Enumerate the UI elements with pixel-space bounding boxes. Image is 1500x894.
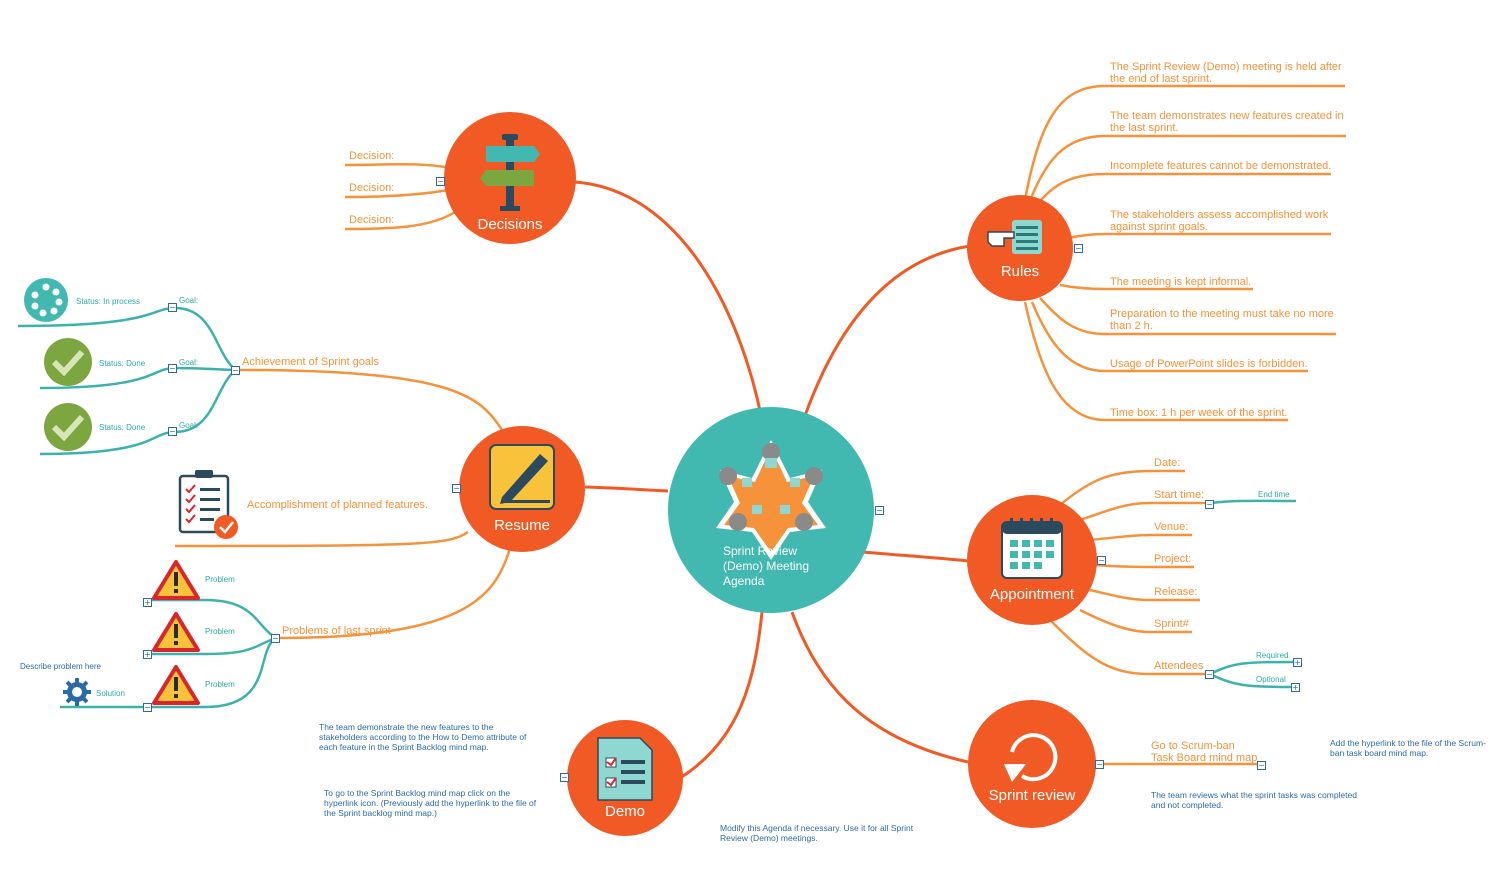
sprint-review-note: The team reviews what the sprint tasks w… [1151,790,1357,810]
decisions-title: Decisions [477,216,543,233]
optional-label[interactable]: Optional [1256,675,1286,684]
problems-collapse-toggle[interactable]: − [271,634,280,643]
goal-label[interactable]: Goal: [179,296,199,305]
appointment-attendees[interactable]: Attendees [1154,660,1204,672]
scrumban-hyperlink-note: Add the hyperlink to the file of the Scr… [1330,738,1486,758]
clipboard-checklist-icon [178,470,238,539]
footer-note: Modify this Agenda if necessary. Use it … [720,823,914,843]
rule-item[interactable]: Usage of PowerPoint slides is forbidden. [1110,358,1308,370]
appointment-start-time[interactable]: Start time: [1154,489,1205,501]
accomplishment-label[interactable]: Accomplishment of planned features. [247,499,428,511]
warning-icon [152,665,200,705]
rules-collapse-toggle[interactable]: − [1074,244,1083,253]
problem-branches [60,598,277,709]
goal-status: Status: In process [76,297,141,306]
meeting-table-icon [716,440,826,560]
achievement-collapse-toggle[interactable]: − [231,366,240,375]
problem-expand-toggle[interactable]: + [143,598,152,607]
pointing-hand-document-icon [987,220,1042,254]
rule-item[interactable]: Incomplete features cannot be demonstrat… [1110,160,1332,172]
achievement-label[interactable]: Achievement of Sprint goals [242,356,379,368]
warning-icon [152,612,200,652]
resume-branches [174,368,512,640]
problem-collapse-toggle[interactable]: − [143,703,152,712]
decisions-collapse-toggle[interactable]: − [436,177,445,186]
done-check-icon [44,403,92,451]
connector-decisions [574,180,764,421]
appointment-branches [1049,469,1210,676]
goal-label[interactable]: Goal: [179,421,199,430]
connector-sprint-review [790,611,969,764]
scrumban-collapse-toggle[interactable]: − [1257,761,1266,770]
main-connectors [574,180,971,780]
goal-collapse-toggle[interactable]: − [168,303,177,312]
center-title: Sprint Review (Demo) Meeting Agenda [723,544,810,588]
goal-label[interactable]: Goal: [179,358,199,367]
sprint-review-collapse-toggle[interactable]: − [1095,760,1104,769]
resume-collapse-toggle[interactable]: − [452,484,461,493]
warning-icon [152,560,200,600]
resume-title: Resume [494,517,550,534]
appointment-date[interactable]: Date: [1154,457,1181,469]
goal-collapse-toggle[interactable]: − [168,364,177,373]
rules-title: Rules [1000,263,1040,280]
required-label[interactable]: Required [1256,651,1289,660]
solution-label[interactable]: Solution [96,689,125,698]
problem-label[interactable]: Problem [205,627,235,636]
connector-resume [584,485,669,493]
appointment-sprint-number[interactable]: Sprint# [1154,618,1189,630]
appointment-sub-branches [1209,499,1298,689]
rule-item[interactable]: Preparation to the meeting must take no … [1110,308,1334,332]
rule-item[interactable]: The stakeholders assess accomplished wor… [1110,209,1329,233]
start-time-collapse-toggle[interactable]: − [1205,500,1214,509]
gear-icon [63,678,91,706]
signpost-icon [480,134,540,211]
connector-appointment [861,550,969,563]
demo-note: The team demonstrate the new features to… [319,722,527,752]
sprint-review-title: Sprint review [988,787,1076,804]
demo-collapse-toggle[interactable]: − [560,773,569,782]
cycle-arrow-icon [1004,733,1058,782]
attendees-collapse-toggle[interactable]: − [1205,670,1214,679]
problems-label[interactable]: Problems of last sprint [282,625,391,637]
connector-rules [798,244,971,431]
rule-item[interactable]: The Sprint Review (Demo) meeting is held… [1110,61,1342,85]
connector-demo [679,611,764,780]
end-time-label[interactable]: End time [1258,490,1290,499]
appointment-release[interactable]: Release: [1154,586,1198,598]
problem-label[interactable]: Problem [205,575,235,584]
appointment-venue[interactable]: Venue: [1154,521,1189,533]
appointment-project[interactable]: Project: [1154,553,1192,565]
in-process-icon [24,278,68,322]
center-collapse-toggle[interactable]: − [875,506,884,515]
problem-expand-toggle[interactable]: + [143,650,152,659]
describe-problem-note: Describe problem here [20,662,101,671]
checklist-document-icon [597,737,653,801]
sprint-review-node[interactable] [968,700,1096,828]
rule-item[interactable]: Time box: 1 h per week of the sprint. [1110,407,1288,419]
done-check-icon [44,338,92,386]
demo-hyperlink-note: To go to the Sprint Backlog mind map cli… [324,788,537,818]
notepad-pen-icon [489,444,555,510]
rule-item[interactable]: The meeting is kept informal. [1110,276,1252,288]
demo-title: Demo [604,803,645,820]
decision-label[interactable]: Decision: [349,150,395,162]
decision-label[interactable]: Decision: [349,182,395,194]
required-expand-toggle[interactable]: + [1293,658,1302,667]
appointment-title: Appointment [989,586,1075,603]
goal-collapse-toggle[interactable]: − [168,427,177,436]
rule-item[interactable]: The team demonstrates new features creat… [1110,110,1344,134]
goal-status: Status: Done [99,359,146,368]
problem-label[interactable]: Problem [205,680,235,689]
decision-branches [344,163,456,231]
decision-label[interactable]: Decision: [349,214,395,226]
appointment-collapse-toggle[interactable]: − [1097,556,1106,565]
goal-status: Status: Done [99,423,146,432]
optional-expand-toggle[interactable]: + [1291,683,1300,692]
calendar-icon [1001,518,1063,579]
